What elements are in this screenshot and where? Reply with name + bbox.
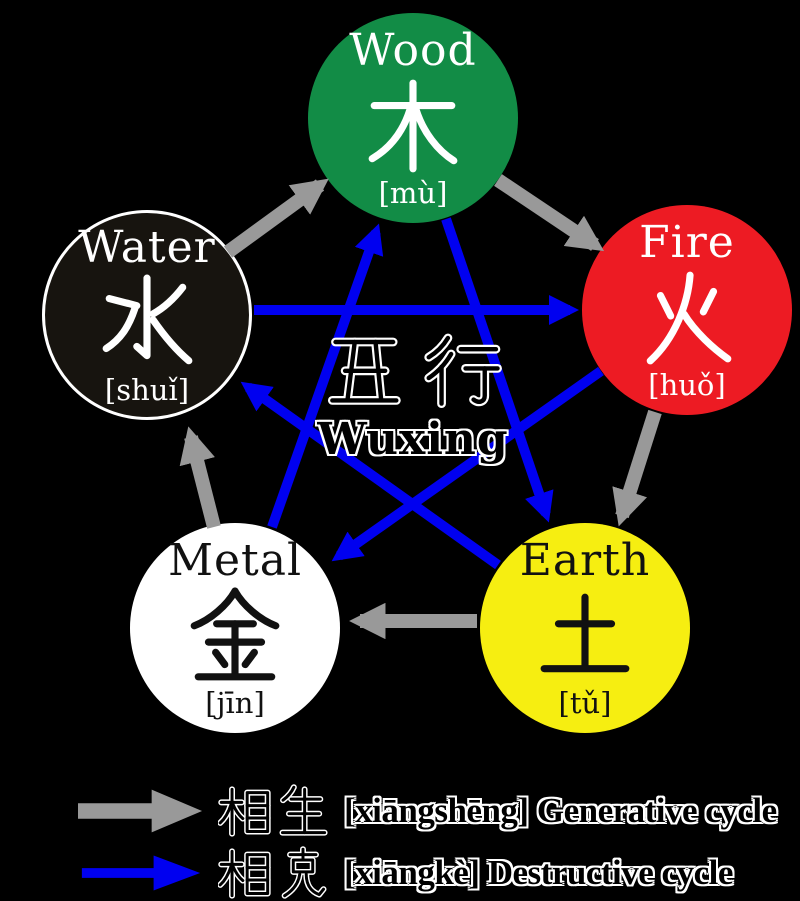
- center-romanization: Wuxing: [317, 414, 509, 465]
- legend-generative-pinyin: [xiāngshēng]: [344, 791, 529, 830]
- legend-generative: [xiāngshēng] Generative cycle: [78, 782, 777, 840]
- element-earth: Earth [tǔ]: [480, 523, 690, 733]
- element-water-pinyin: [shuǐ]: [104, 372, 190, 407]
- element-water-name: Water: [78, 222, 216, 274]
- element-wood-name: Wood: [349, 25, 477, 77]
- element-wood-pinyin: [mù]: [378, 175, 448, 210]
- legend-destructive-hanzi: [218, 846, 330, 900]
- element-fire-hanzi: [636, 267, 738, 369]
- legend-destructive: [xiāngkè] Destructive cycle: [78, 844, 733, 901]
- element-metal-pinyin: [jīn]: [205, 685, 265, 720]
- element-water: Water [shuǐ]: [42, 210, 252, 420]
- legend-generative-text: Generative cycle: [536, 791, 777, 830]
- legend-destructive-text: Destructive cycle: [487, 853, 734, 892]
- element-fire-pinyin: [huǒ]: [648, 367, 726, 402]
- legend-destructive-label: [xiāngkè] Destructive cycle: [344, 853, 733, 893]
- legend-destructive-pinyin: [xiāngkè]: [344, 853, 480, 892]
- element-earth-pinyin: [tǔ]: [558, 685, 612, 720]
- arrow-fire-to-earth: [612, 409, 662, 527]
- generative-arrow-icon: [78, 789, 203, 833]
- legend-generative-label: [xiāngshēng] Generative cycle: [344, 791, 777, 831]
- arrow-metal-to-water: [179, 426, 221, 529]
- element-water-hanzi: [96, 272, 198, 374]
- arrow-wood-to-fire: [494, 174, 605, 252]
- element-fire: Fire [huǒ]: [582, 205, 792, 415]
- destructive-arrow-icon: [81, 855, 201, 891]
- element-metal: Metal [jīn]: [130, 523, 340, 733]
- element-earth-name: Earth: [519, 535, 651, 587]
- element-earth-hanzi: [534, 585, 636, 687]
- element-wood-hanzi: [362, 75, 464, 177]
- element-metal-hanzi: [184, 585, 286, 687]
- element-wood: Wood [mù]: [308, 13, 518, 223]
- center-hanzi: [324, 330, 502, 410]
- legend-generative-hanzi: [218, 784, 330, 838]
- element-fire-name: Fire: [639, 217, 735, 269]
- arrow-water-to-wood: [223, 178, 329, 258]
- center-title: Wuxing: [317, 330, 508, 465]
- element-metal-name: Metal: [167, 535, 303, 587]
